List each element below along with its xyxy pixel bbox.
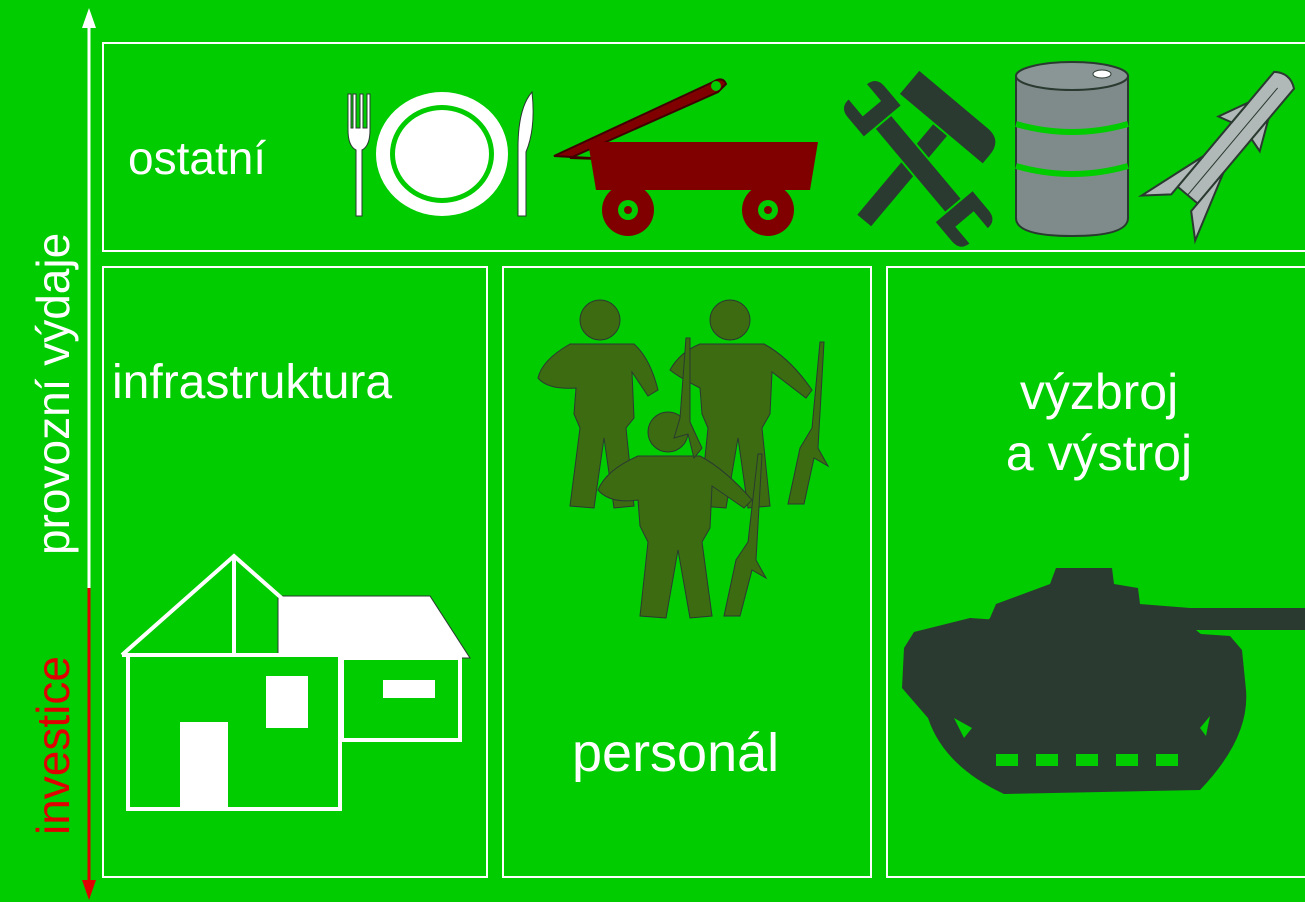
fork-icon xyxy=(347,93,371,217)
label-vyzbroj-line1: výzbroj xyxy=(1019,364,1179,420)
label-infrastruktura: infrastruktura xyxy=(112,356,393,409)
missile-fin-right xyxy=(1190,172,1225,245)
barrel-ring-2 xyxy=(1015,163,1129,177)
tank-wheel-5 xyxy=(1156,754,1178,766)
tank-hull xyxy=(902,618,1247,794)
house-door xyxy=(180,722,228,810)
missile-fin-left xyxy=(1137,155,1205,197)
knife-icon xyxy=(517,90,534,217)
wagon-body xyxy=(588,142,818,190)
label-vyzbroj-line2: a výstroj xyxy=(1005,425,1193,481)
wagon-icon xyxy=(553,78,818,236)
box-personal xyxy=(502,266,872,878)
barrel-top xyxy=(1015,61,1129,91)
box-ostatni xyxy=(102,42,1305,252)
box-vyzbroj xyxy=(886,266,1305,878)
oil-barrel-icon xyxy=(1015,61,1129,238)
soldiers-icon xyxy=(537,299,830,619)
house-annex-roof xyxy=(277,595,471,659)
tank-wheel-1 xyxy=(996,754,1018,766)
axis-label-investice: investice xyxy=(27,656,79,835)
missile-icon xyxy=(1137,70,1296,245)
house-icon xyxy=(120,553,471,811)
house-wall xyxy=(126,653,342,811)
barrel-body xyxy=(1015,75,1129,238)
label-ostatni: ostatní xyxy=(128,132,267,184)
tank-icon xyxy=(902,568,1305,794)
rifle-right xyxy=(787,341,830,505)
box-infrastruktura xyxy=(102,266,488,878)
tank-track-notch-right xyxy=(1200,716,1210,736)
wrench-icon xyxy=(841,78,995,249)
wagon-handle-ring xyxy=(711,81,721,91)
hammer-wrench-icon xyxy=(841,68,998,249)
axis-up-arrow-icon xyxy=(82,8,96,28)
label-personal: personál xyxy=(572,723,780,783)
soldier-front xyxy=(597,411,768,619)
axis-down-arrow-icon xyxy=(82,880,96,900)
cutlery-plate-icon xyxy=(347,90,534,217)
rifle-front xyxy=(723,453,768,617)
missile-stripe xyxy=(1187,87,1279,196)
tank-wheel-3 xyxy=(1076,754,1098,766)
house-window xyxy=(266,676,308,728)
house-annex-window xyxy=(383,680,435,698)
tank-wheel-2 xyxy=(1036,754,1058,766)
missile-fin-top xyxy=(1215,101,1270,154)
label-vyzbroj: výzbroj a výstroj xyxy=(886,362,1305,484)
rifle-left xyxy=(673,337,703,460)
plate-center xyxy=(395,110,489,198)
house-annex-wall xyxy=(340,656,462,742)
barrel-ring-1 xyxy=(1015,121,1129,135)
tank-wheel-4 xyxy=(1116,754,1138,766)
barrel-cap xyxy=(1092,69,1112,79)
wagon-wheel-right-axle xyxy=(764,206,772,214)
axis-label-provozni-vydaje: provozní výdaje xyxy=(27,232,79,555)
wagon-wheel-left-axle xyxy=(624,206,632,214)
tank-track-notch-left xyxy=(954,718,972,738)
